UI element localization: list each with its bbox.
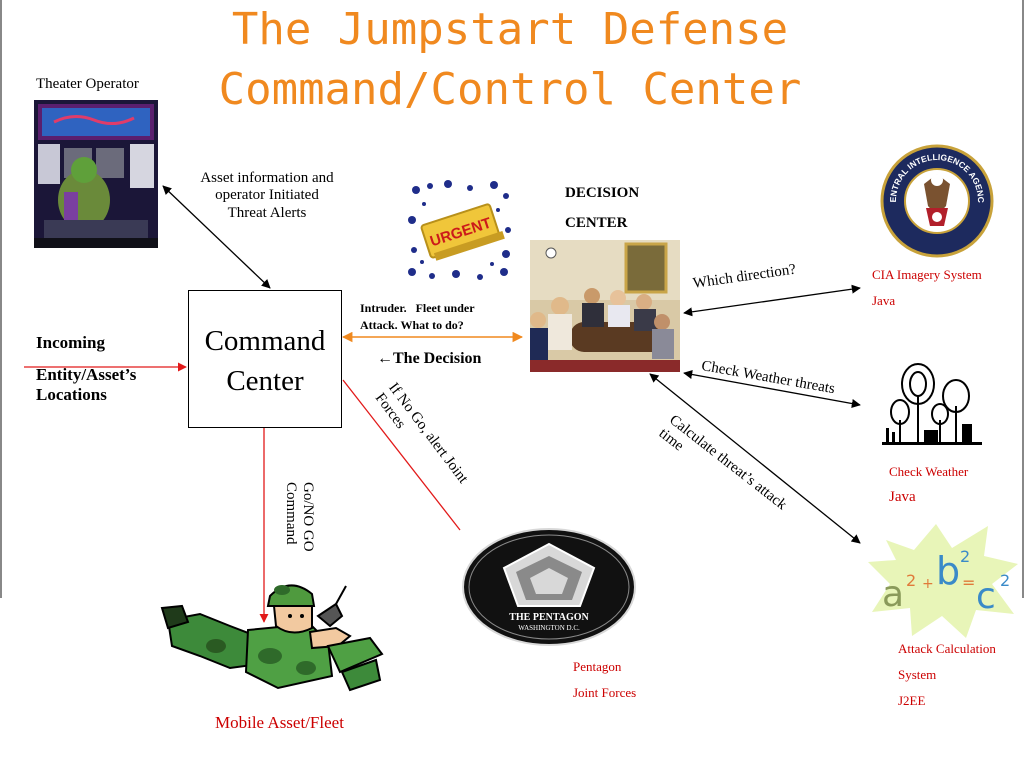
pentagon-line-1: Pentagon bbox=[573, 659, 622, 674]
cia-label: CIA Imagery System Java bbox=[872, 262, 982, 314]
weather-icon bbox=[878, 362, 986, 454]
command-center-box: Command Center bbox=[188, 290, 342, 428]
slide-frame-right bbox=[1022, 0, 1024, 598]
svg-text:2: 2 bbox=[1000, 571, 1010, 590]
title-line-1: The Jumpstart Defense bbox=[231, 4, 789, 55]
mobile-asset-label: Mobile Asset/Fleet bbox=[215, 713, 344, 732]
intruder-line-1: Intruder. Fleet under bbox=[360, 301, 475, 315]
asset-info-line-3: Threat Alerts bbox=[227, 204, 307, 221]
attack-calc-label: Attack Calculation System J2EE bbox=[898, 636, 996, 714]
arrow-decision-cia bbox=[683, 284, 861, 317]
pentagon-label: Pentagon Joint Forces bbox=[573, 654, 636, 706]
slide-frame-left bbox=[0, 0, 2, 598]
asset-info-label: Asset information and operator Initiated… bbox=[182, 170, 352, 222]
svg-text:c: c bbox=[976, 576, 996, 617]
command-center-label: Command Center bbox=[189, 321, 341, 401]
decision-center-photo bbox=[530, 240, 680, 372]
arrow-operator-command bbox=[162, 185, 271, 289]
asset-info-line-2: operator Initiated bbox=[215, 187, 319, 204]
attack-calc-line-3: J2EE bbox=[898, 693, 926, 708]
the-decision-label: ←The Decision bbox=[377, 350, 481, 368]
slide-title: The Jumpstart Defense Command/Control Ce… bbox=[150, 0, 870, 120]
cia-line-1: CIA Imagery System bbox=[872, 267, 982, 282]
incoming-line-3: Locations bbox=[36, 385, 107, 404]
go-no-go-line-1: Go/NO GO bbox=[300, 482, 316, 552]
incoming-line-1: Incoming bbox=[36, 333, 105, 352]
svg-text:2: 2 bbox=[960, 547, 970, 566]
go-no-go-label: Go/NO GO Command bbox=[282, 482, 316, 552]
svg-text:2: 2 bbox=[906, 571, 916, 590]
svg-text:a: a bbox=[882, 574, 904, 615]
check-weather-label: Check Weather Java bbox=[889, 464, 969, 506]
decision-center-line-2: CENTER bbox=[565, 215, 628, 231]
check-weather-line-2: Java bbox=[889, 488, 916, 505]
pentagon-line-2: Joint Forces bbox=[573, 685, 637, 700]
svg-text:+: + bbox=[922, 576, 934, 592]
pentagon-seal-image: THE PENTAGON WASHINGTON D.C. bbox=[462, 528, 636, 646]
urgent-stamp-image: URGENT bbox=[408, 180, 512, 280]
the-decision-text: The Decision bbox=[393, 350, 482, 367]
incoming-line-2: Entity/Asset’s bbox=[36, 365, 137, 384]
title-line-2: Command/Control Center bbox=[218, 64, 802, 115]
intruder-line-2: Attack. What to do? bbox=[360, 318, 464, 332]
check-weather-line-1: Check Weather bbox=[889, 464, 969, 479]
cia-line-2: Java bbox=[872, 293, 896, 308]
pentagon-seal-text-2: WASHINGTON D.C. bbox=[518, 624, 580, 632]
intruder-label: Intruder. Fleet under Attack. What to do… bbox=[360, 300, 475, 334]
pentagon-seal-text-1: THE PENTAGON bbox=[509, 612, 589, 623]
left-arrow-icon: ← bbox=[377, 350, 393, 367]
command-center-line-1: Command bbox=[204, 325, 326, 357]
attack-calc-line-1: Attack Calculation bbox=[898, 641, 996, 656]
soldier-image bbox=[160, 576, 384, 708]
asset-info-line-1: Asset information and bbox=[200, 170, 334, 186]
theater-operator-image bbox=[34, 100, 158, 248]
arrow-decision-attack bbox=[649, 373, 861, 544]
theater-operator-label: Theater Operator bbox=[36, 76, 139, 92]
svg-text:b: b bbox=[936, 549, 960, 593]
decision-center-label: DECISION CENTER bbox=[565, 178, 639, 238]
line-command-pentagon bbox=[342, 379, 461, 531]
incoming-label: Incoming Entity/Asset’s Locations bbox=[36, 333, 136, 405]
cia-seal-image: CENTRAL INTELLIGENCE AGENCY bbox=[877, 136, 994, 258]
go-no-go-line-2: Command bbox=[283, 482, 299, 545]
attack-calc-line-2: System bbox=[898, 667, 937, 682]
svg-text:=: = bbox=[962, 573, 975, 592]
decision-center-line-1: DECISION bbox=[565, 185, 640, 201]
command-center-line-2: Center bbox=[226, 365, 304, 397]
equation-icon: a 2 + b 2 = c 2 bbox=[866, 520, 1022, 640]
